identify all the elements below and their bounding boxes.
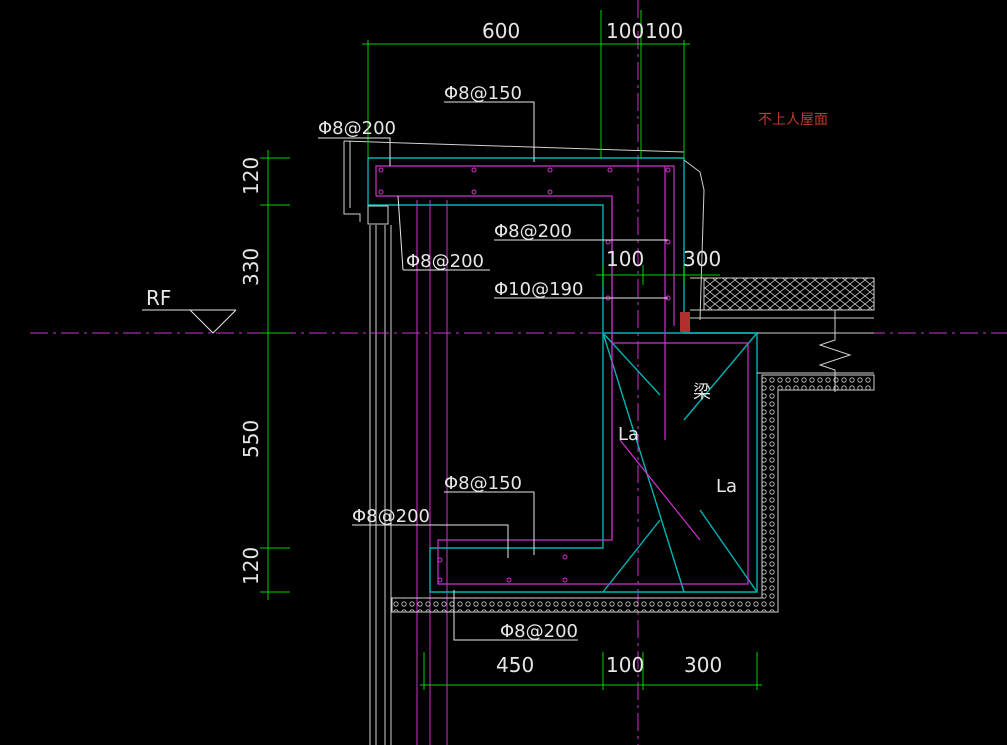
rebar-dots: [378, 167, 671, 583]
rebar-bottom-left: Φ8@200: [352, 506, 430, 527]
roof-note: 不上人屋面: [758, 112, 828, 128]
window-frame-lines: [369, 225, 392, 745]
dim-top-100b: 100: [645, 19, 683, 43]
dim-left-120b: 120: [239, 547, 263, 585]
rebar-bottom-under: Φ8@200: [500, 621, 578, 642]
dim-left-550: 550: [239, 420, 263, 458]
beam-insulation: [391, 374, 875, 613]
la-left-label: La: [618, 424, 639, 445]
la-right-label: La: [716, 476, 737, 497]
parapet-cap: [343, 140, 705, 321]
rebar-inner-left: Φ8@200: [406, 251, 484, 272]
rebar-vertical: Φ8@200: [494, 221, 572, 242]
level-label-rf: RF: [146, 286, 171, 310]
dim-mid-300: 300: [683, 247, 721, 271]
rebar-top-slab: Φ8@150: [444, 83, 522, 104]
dim-left-330: 330: [239, 248, 263, 286]
dim-mid-100: 100: [606, 247, 644, 271]
dim-bot-450: 450: [496, 653, 534, 677]
dim-top-600: 600: [482, 19, 520, 43]
rebar-bottom-slab: Φ8@150: [444, 473, 522, 494]
rebar-top-left: Φ8@200: [318, 118, 396, 139]
roof-layers: [680, 277, 875, 392]
dimension-lines: [260, 10, 762, 690]
rebar-lines: [375, 165, 749, 585]
dim-bot-100: 100: [606, 653, 644, 677]
level-marker-rf: [142, 309, 237, 334]
dim-bot-300: 300: [684, 653, 722, 677]
dim-left-120a: 120: [239, 157, 263, 195]
beam-label: 梁: [693, 382, 711, 403]
dim-top-100a: 100: [606, 19, 644, 43]
waterproof-block: [680, 312, 690, 332]
leader-lines: [318, 101, 668, 641]
rebar-vertical-b: Φ10@190: [494, 279, 583, 300]
